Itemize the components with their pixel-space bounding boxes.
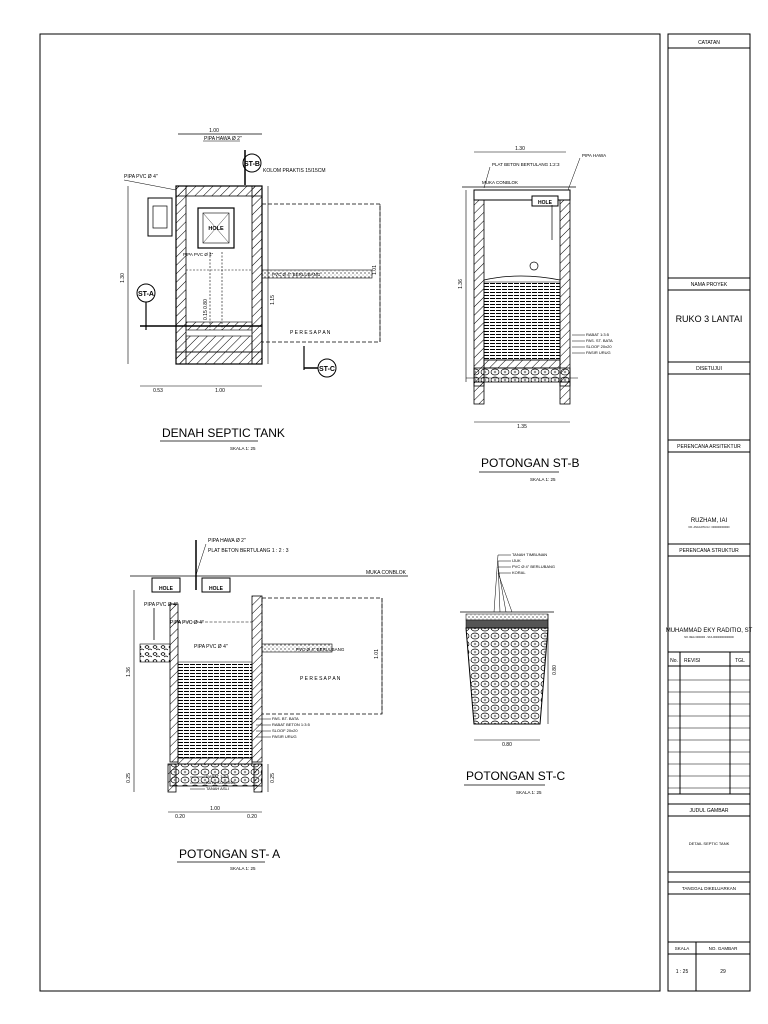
pot-c-legend-item: TANAH TIMBUNAN	[512, 552, 547, 557]
pot-c-legend-item: IJUK	[512, 558, 521, 563]
denah-st-a: ST-A	[138, 291, 154, 298]
pot-c-title: POTONGAN ST-C	[466, 769, 565, 783]
pot-c-scale: SKALA 1: 25	[516, 790, 542, 795]
potongan-st-b: 1.30 PLAT BETON BERTULANG 1:2:3 PIPA HAW…	[458, 146, 613, 482]
pot-a-dim-b2: 1.00	[210, 806, 220, 812]
pot-b-legend-item: PASIR URUG	[586, 350, 611, 355]
disetujui-label: DISETUJUI	[696, 366, 722, 372]
pot-a-scale: SKALA 1: 25	[230, 866, 256, 871]
denah-kolom: KOLOM PRAKTIS 15/15CM	[263, 168, 326, 174]
pot-b-title: POTONGAN ST-B	[481, 456, 579, 470]
perencana-struktur-label: PERENCANA STRUKTUR	[679, 548, 739, 554]
perencana-arsitektur-label: PERENCANA ARSITEKTUR	[677, 444, 741, 450]
arsitek-name: RUZHAM, IAI	[691, 518, 728, 524]
nama-proyek-label: NAMA PROYEK	[691, 282, 728, 288]
denah-dim-mid: 1.15	[270, 295, 276, 305]
pot-b-dim-top: 1.30	[515, 146, 525, 152]
pot-a-legend-item: PASIR URUG	[272, 734, 297, 739]
pot-a-dim-right-bottom: 0.25	[270, 773, 276, 783]
pot-a-hole-1: HOLE	[159, 586, 174, 592]
drawing-border	[39, 33, 661, 992]
pot-a-pipa-pvc-2: PIPA PVC Ø 4"	[170, 620, 204, 626]
pot-a-dim-left-bottom: 0.25	[126, 773, 132, 783]
pot-a-dim-b3: 0.20	[247, 814, 257, 820]
pot-a-hole-2: HOLE	[209, 586, 224, 592]
pot-b-muka: MUKA CONBLOK	[482, 180, 518, 185]
denah-dim-top: 1.00	[209, 128, 219, 134]
pot-c-legend-item: KORAL	[512, 570, 526, 575]
denah-peresapan: P E R E S A P A N	[290, 330, 331, 336]
pot-b-scale: SKALA 1: 25	[530, 477, 556, 482]
arsitek-sub: NO. ANGGOTA IAI : 0000000000000	[688, 526, 730, 529]
denah-dim-right: 1.01	[372, 265, 378, 275]
title-block: CATATAN NAMA PROYEK RUKO 3 LANTAI DISETU…	[666, 33, 753, 992]
pot-b-legend-item: RABAT 1:3:5	[586, 332, 610, 337]
denah-septic-tank: 1.00 PIPA HAWA Ø 2" ST-B KOLOM PRAKTIS 1…	[120, 128, 381, 451]
denah-dim-left: 1.30	[120, 273, 126, 283]
struktur-sub: NO. REG 0000000 - SKA 000000000000000	[684, 636, 734, 639]
revisi-no-header: No.	[670, 658, 678, 664]
pot-b-pipa-hawa: PIPA HAWA	[582, 153, 606, 158]
pot-a-legend2-item: BATU KOSONG	[206, 780, 235, 785]
struktur-name: MUHAMMAD EKY RADITIO, ST	[666, 628, 753, 634]
pot-c-legend-item: PVC Ø 4" BERLUBANG	[512, 564, 555, 569]
denah-scale: SKALA 1: 25	[230, 446, 256, 451]
denah-dim-bottom-left: 0.53	[153, 388, 163, 394]
revisi-header: REVISI	[684, 658, 700, 664]
no-gambar-value: 29	[720, 969, 726, 975]
denah-pipa-pvc-inner: PIPA PVC Ø 4"	[183, 252, 214, 257]
skala-label: SKALA	[675, 946, 690, 951]
pot-a-dim-left: 1.36	[126, 667, 132, 677]
pot-a-pipa-pvc-3: PIPA PVC Ø 4"	[194, 644, 228, 650]
pot-a-muka: MUKA CONBLOK	[366, 570, 407, 576]
pot-a-pipa-pvc-1: PIPA PVC Ø 4"	[144, 602, 178, 608]
tanggal-label: TANGGAL DIKELUARKAN	[682, 886, 736, 891]
pot-a-title: POTONGAN ST- A	[179, 847, 280, 861]
pot-a-legend-item: RABAT BETON 1:3:5	[272, 722, 311, 727]
denah-hole: HOLE	[208, 226, 224, 232]
judul-gambar-label: JUDUL GAMBAR	[690, 808, 729, 814]
pot-b-legend-item: SLOOF 20x20	[586, 344, 612, 349]
pot-c-dim-right: 0.80	[552, 665, 558, 675]
denah-dim-bottom-right: 1.00	[215, 388, 225, 394]
pot-b-legend-item: PAS. ST. BATA	[586, 338, 613, 343]
pot-a-dim-b1: 0.20	[175, 814, 185, 820]
pot-b-dim-bottom: 1.35	[517, 424, 527, 430]
denah-pvc-berlubang: PVC Ø 4" BERLUBANG	[272, 272, 321, 277]
pot-a-peresapan: P E R E S A P A N	[300, 676, 341, 682]
denah-pipa-hawa: PIPA HAWA Ø 2"	[204, 136, 242, 142]
pot-a-legend-item: PAS. BT. BATA	[272, 716, 299, 721]
pot-a-pvc-berlubang: PVC Ø 4" BERLUBANG	[296, 647, 345, 652]
potongan-st-a: PIPA HAWA Ø 2" PLAT BETON BERTULANG 1 : …	[126, 538, 408, 871]
no-gambar-label: NO. GAMBAR	[709, 946, 739, 951]
pot-b-dim-left: 1.36	[458, 279, 464, 289]
judul-gambar-value: DETAIL SEPTIC TANK	[689, 841, 730, 846]
pot-a-legend2-item: RABAT 1:3:5	[206, 774, 230, 779]
pot-c-dim-bottom: 0.80	[502, 742, 512, 748]
skala-value: 1 : 25	[676, 969, 689, 975]
pot-b-plat: PLAT BETON BERTULANG 1:2:3	[492, 162, 560, 167]
pot-b-hole: HOLE	[538, 200, 553, 206]
pot-a-legend-item: SLOOF 20x20	[272, 728, 298, 733]
denah-st-c: ST-C	[319, 366, 335, 373]
pot-a-dim-right: 1.01	[374, 649, 380, 659]
denah-dim-inner: 0.15 0.80	[203, 299, 209, 320]
denah-st-b: ST-B	[244, 161, 260, 168]
denah-pipa-pvc: PIPA PVC Ø 4"	[124, 174, 158, 180]
pot-a-pipa-hawa: PIPA HAWA Ø 2"	[208, 538, 246, 544]
catatan-label: CATATAN	[698, 40, 720, 46]
pot-a-plat: PLAT BETON BERTULANG 1 : 2 : 3	[208, 548, 289, 554]
revisi-tgl-header: TGL	[735, 658, 745, 664]
proyek-value: RUKO 3 LANTAI	[676, 314, 743, 324]
denah-title: DENAH SEPTIC TANK	[162, 426, 285, 440]
pot-a-legend2-item: TANAH ASLI	[206, 786, 229, 791]
